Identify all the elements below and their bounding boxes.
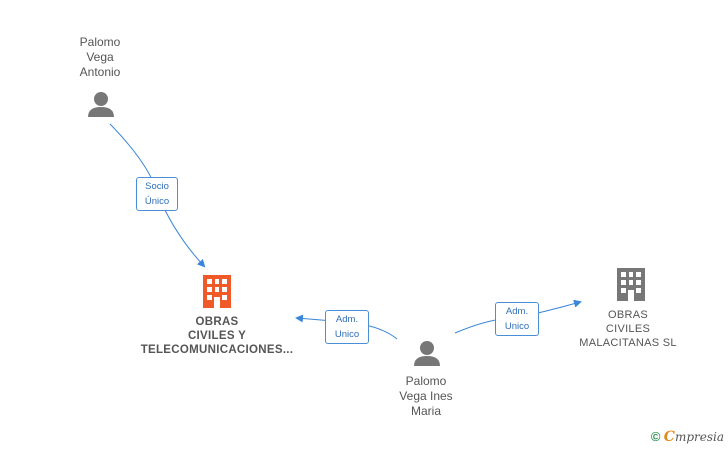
person-name-line: Palomo: [79, 35, 121, 49]
edge-label-line: Unico: [504, 321, 530, 332]
copyright-symbol: ©: [650, 429, 661, 444]
edge-label-line: Adm.: [335, 314, 359, 325]
company-label-malacitanas[interactable]: OBRAS CIVILES MALACITANAS SL: [570, 308, 686, 350]
company-name-line: OBRAS: [195, 316, 239, 328]
edge-label-line: Adm.: [505, 306, 529, 317]
person-name-line: Maria: [410, 404, 441, 418]
building-icon[interactable]: [203, 275, 231, 308]
edge-label-socio-unico[interactable]: Socio Único: [136, 177, 178, 211]
company-name-line: TELECOMUNICACIONES...: [140, 344, 294, 356]
building-icon[interactable]: [617, 268, 645, 301]
company-name-line: CIVILES: [605, 323, 651, 335]
person-name-line: Palomo: [405, 374, 447, 388]
edge-label-line: Socio: [145, 181, 169, 192]
empresia-watermark: © Cmpresia: [651, 429, 724, 445]
company-label-telecom[interactable]: OBRAS CIVILES Y TELECOMUNICACIONES...: [118, 315, 316, 357]
person-label-ines[interactable]: Palomo Vega Ines Maria: [381, 374, 471, 419]
edge-label-adm-unico-left[interactable]: Adm. Unico: [325, 310, 369, 344]
person-name-line: Vega: [86, 50, 114, 64]
company-name-line: OBRAS: [607, 309, 648, 321]
person-label-antonio[interactable]: Palomo Vega Antonio: [58, 35, 142, 80]
person-name-line: Antonio: [79, 65, 121, 79]
brand-rest: mpresia: [674, 430, 724, 444]
company-name-line: MALACITANAS SL: [579, 337, 677, 349]
person-icon[interactable]: [414, 341, 440, 366]
company-name-line: CIVILES Y: [187, 330, 247, 342]
edge-label-line: Único: [144, 196, 170, 207]
person-name-line: Vega Ines: [399, 389, 453, 403]
edge-label-line: Unico: [334, 329, 360, 340]
edge-label-adm-unico-right[interactable]: Adm. Unico: [495, 302, 539, 336]
person-icon[interactable]: [88, 92, 114, 117]
brand-initial: C: [663, 429, 675, 445]
